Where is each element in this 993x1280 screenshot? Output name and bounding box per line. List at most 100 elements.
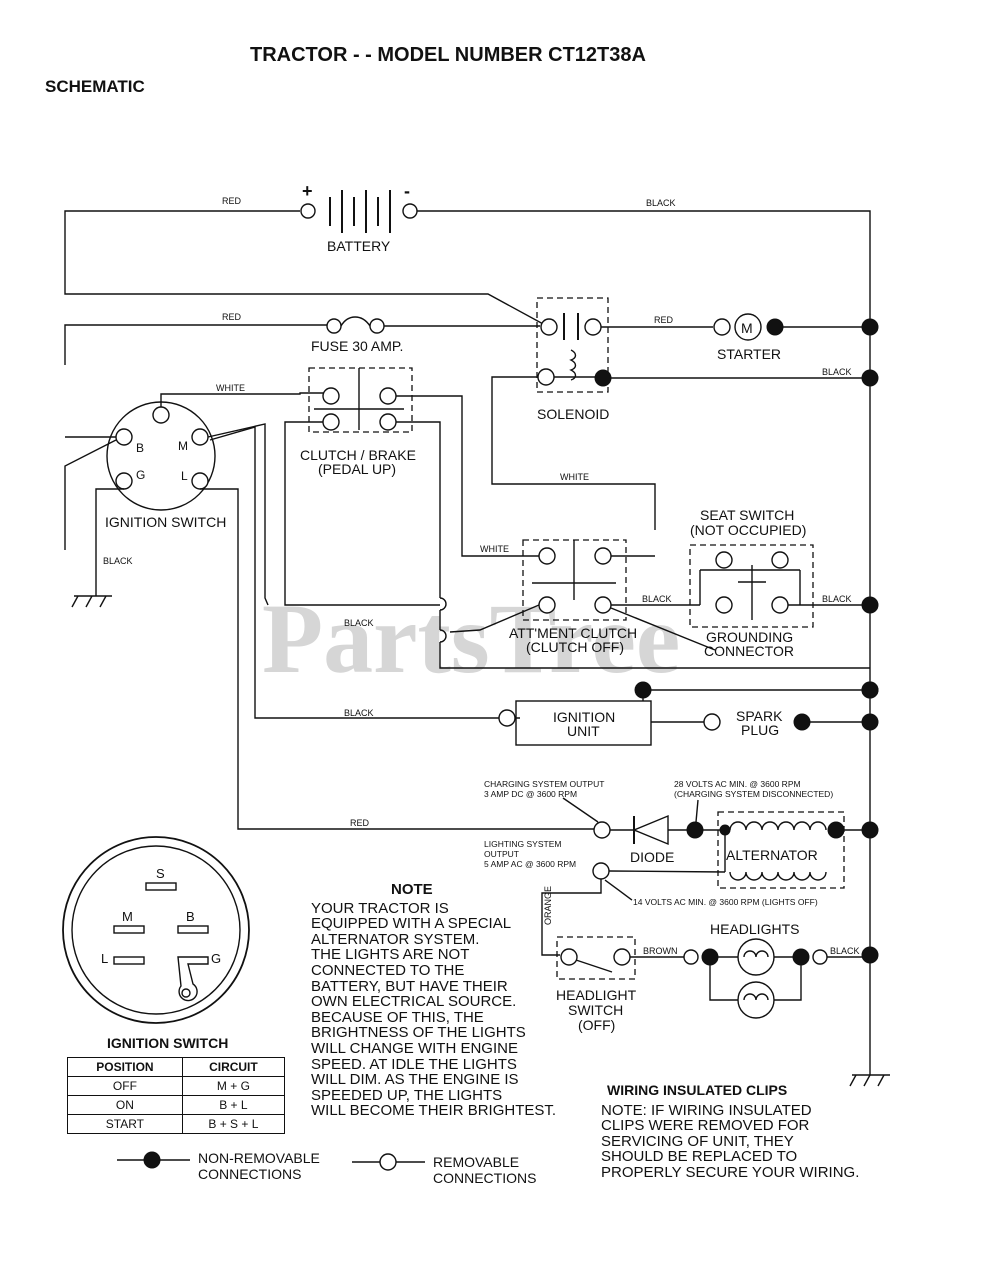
volts28-1: 28 VOLTS AC MIN. @ 3600 RPM: [674, 779, 801, 789]
ground-symbol-right: [849, 1074, 890, 1087]
face-term-l: L: [101, 951, 108, 966]
battery: BATTERY + -: [64, 181, 871, 955]
spark-plug-label-1: SPARK: [736, 708, 783, 724]
fuse-label: FUSE 30 AMP.: [311, 338, 403, 354]
wire-label-red-diode: RED: [350, 818, 370, 828]
clips-line: SHOULD BE REPLACED TO: [601, 1148, 798, 1166]
table-row: OFF M + G: [67, 1076, 286, 1096]
wire-label-black-battery: BLACK: [646, 198, 676, 208]
headlight-switch-label-2: SWITCH: [568, 1002, 623, 1018]
clutch-brake-label-1: CLUTCH / BRAKE: [300, 447, 416, 463]
term-g: G: [136, 468, 145, 482]
wire-label-black-attment: BLACK: [344, 618, 374, 628]
table-header: POSITION: [67, 1057, 183, 1077]
alternator-label: ALTERNATOR: [726, 847, 818, 863]
note-line: THE LIGHTS ARE NOT: [311, 946, 470, 964]
clips-title: WIRING INSULATED CLIPS: [607, 1082, 788, 1098]
note-title: NOTE: [391, 881, 433, 898]
headlight-switch-label-1: HEADLIGHT: [556, 987, 637, 1003]
term-l: L: [181, 469, 188, 483]
wire-label-red-fuse: RED: [222, 312, 242, 322]
attment-clutch-label-2: (CLUTCH OFF): [526, 639, 624, 655]
face-term-b: B: [186, 909, 195, 924]
fuse: FUSE 30 AMP.: [64, 316, 540, 365]
battery-label: BATTERY: [327, 238, 391, 254]
wire-label-white-solenoid: WHITE: [560, 472, 589, 482]
note-line: SPEEDED UP, THE LIGHTS: [311, 1086, 503, 1104]
alternator: ALTERNATOR: [703, 811, 845, 889]
wire-label-orange: ORANGE: [543, 886, 553, 925]
wire-label-white-ign: WHITE: [216, 383, 245, 393]
ignition-switch: B M G L IGNITION SWITCH: [105, 401, 226, 530]
lighting-output-3: 5 AMP AC @ 3600 RPM: [484, 859, 576, 869]
note-line: OWN ELECTRICAL SOURCE.: [311, 993, 517, 1011]
wire-label-black-ignunit: BLACK: [344, 708, 374, 718]
clutch-brake-switch: CLUTCH / BRAKE (PEDAL UP): [300, 367, 416, 477]
table-cell: B + S + L: [181, 1114, 286, 1134]
note-block: NOTE YOUR TRACTOR IS EQUIPPED WITH A SPE…: [311, 882, 556, 1119]
ignition-switch-face: S M B L G: [62, 836, 250, 1024]
ignition-unit-label-1: IGNITION: [553, 709, 615, 725]
lighting-output-2: OUTPUT: [484, 849, 519, 859]
diode: DIODE: [593, 814, 704, 865]
ignition-table: POSITION CIRCUIT OFF M + G ON B + L STAR…: [67, 1057, 286, 1134]
diode-label: DIODE: [630, 849, 674, 865]
wire-label-white-attment: WHITE: [480, 544, 509, 554]
wire-label-black-seat-right: BLACK: [822, 594, 852, 604]
seat-switch-label-2: (NOT OCCUPIED): [690, 522, 806, 538]
headlights: HEADLIGHTS: [683, 921, 828, 1019]
attachment-clutch-switch: ATT'MENT CLUTCH (CLUTCH OFF): [509, 539, 637, 655]
legend-removable-1: REMOVABLE: [433, 1154, 519, 1170]
battery-plus: +: [302, 181, 313, 201]
solenoid-label: SOLENOID: [537, 406, 609, 422]
wire-label-black-solenoid: BLACK: [822, 367, 852, 377]
ignition-table-title: IGNITION SWITCH: [107, 1035, 229, 1051]
wire-label-red-starter: RED: [654, 315, 674, 325]
ignition-switch-label: IGNITION SWITCH: [105, 514, 226, 530]
headlights-label: HEADLIGHTS: [710, 921, 799, 937]
clips-line: PROPERLY SECURE YOUR WIRING.: [601, 1163, 860, 1181]
seat-switch-label-1: SEAT SWITCH: [700, 507, 794, 523]
note-line: BRIGHTNESS OF THE LIGHTS: [311, 1024, 526, 1042]
solenoid: SOLENOID: [536, 297, 612, 422]
starter-label: STARTER: [717, 346, 781, 362]
note-line: WILL BECOME THEIR BRIGHTEST.: [311, 1102, 557, 1120]
note-line: SPEED. AT IDLE THE LIGHTS: [311, 1055, 517, 1073]
wire-label-black-seat: BLACK: [642, 594, 672, 604]
seat-switch: SEAT SWITCH (NOT OCCUPIED) GROUNDING CON…: [689, 507, 814, 659]
term-b: B: [136, 441, 144, 455]
wire-label-black-ign: BLACK: [103, 556, 133, 566]
starter: M STARTER: [713, 313, 879, 362]
charging-output-1: CHARGING SYSTEM OUTPUT: [484, 779, 604, 789]
clips-block: WIRING INSULATED CLIPS NOTE: IF WIRING I…: [601, 1082, 860, 1181]
table-row: START B + S + L: [67, 1114, 286, 1134]
ground-symbol-left: [71, 595, 112, 608]
schematic-label: SCHEMATIC: [45, 77, 145, 96]
note-line: BECAUSE OF THIS, THE: [311, 1008, 484, 1026]
ignition-unit-label-2: UNIT: [567, 723, 600, 739]
table-cell: M + G: [181, 1076, 286, 1096]
table-cell: START: [67, 1114, 183, 1134]
grounding-label-2: CONNECTOR: [704, 643, 794, 659]
note-line: WILL CHANGE WITH ENGINE: [311, 1039, 518, 1057]
headlight-switch-label-3: (OFF): [578, 1017, 615, 1033]
volts28-2: (CHARGING SYSTEM DISCONNECTED): [674, 789, 833, 799]
attment-clutch-label-1: ATT'MENT CLUTCH: [509, 625, 637, 641]
table-cell: B + L: [181, 1095, 286, 1115]
spark-plug: SPARK PLUG: [703, 708, 879, 738]
lighting-output-1: LIGHTING SYSTEM: [484, 839, 561, 849]
wire-label-red-battery: RED: [222, 196, 242, 206]
note-line: BATTERY, BUT HAVE THEIR: [311, 977, 508, 995]
charging-output-2: 3 AMP DC @ 3600 RPM: [484, 789, 577, 799]
note-line: YOUR TRACTOR IS: [311, 899, 449, 917]
wire-label-black-headlights: BLACK: [830, 946, 860, 956]
legend: NON-REMOVABLE CONNECTIONS REMOVABLE CONN…: [117, 1150, 536, 1186]
clips-line: NOTE: IF WIRING INSULATED: [601, 1101, 812, 1119]
volts14: 14 VOLTS AC MIN. @ 3600 RPM (LIGHTS OFF): [633, 897, 818, 907]
grounding-label-1: GROUNDING: [706, 629, 793, 645]
starter-symbol: M: [741, 320, 753, 336]
table-cell: ON: [67, 1095, 183, 1115]
table-cell: OFF: [67, 1076, 183, 1096]
battery-minus: -: [404, 181, 410, 201]
